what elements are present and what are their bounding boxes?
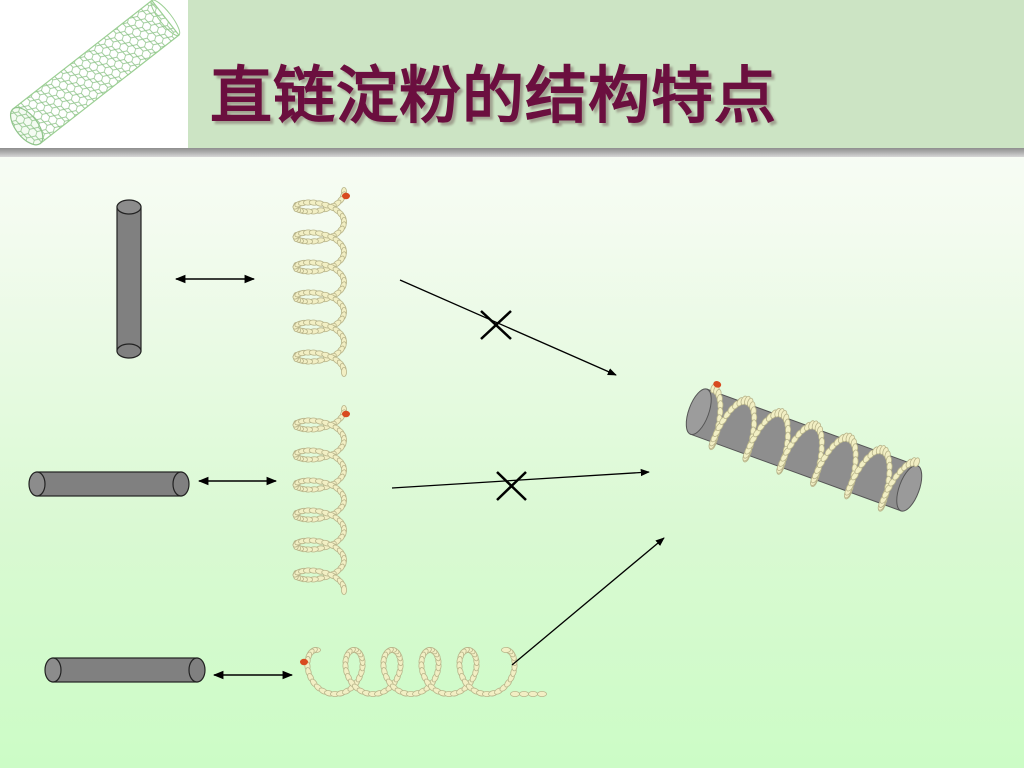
glucose-bead (519, 691, 530, 698)
horizontal-rod-2 (44, 657, 206, 683)
glucose-bead (501, 646, 512, 653)
header-bar: 直链淀粉的结构特点 (0, 0, 1024, 150)
header-divider (0, 148, 1024, 157)
vertical-rod (116, 199, 142, 359)
rod-wrapped-by-helix (685, 381, 923, 512)
glucose-bead (509, 691, 520, 698)
chain-end-marker (713, 381, 722, 388)
page-title: 直链淀粉的结构特点 (210, 59, 778, 132)
chain-end-marker (300, 658, 308, 666)
chain-end-marker (342, 192, 350, 200)
logo (0, 0, 188, 148)
horizontal-rod-1 (28, 471, 190, 497)
arrow-row3-to-complex (511, 537, 665, 666)
vertical-helix-2 (292, 404, 350, 595)
nanotube-logo-icon (9, 0, 181, 146)
horizontal-helix (300, 646, 548, 698)
glucose-bead (913, 457, 920, 468)
vertical-helix-1 (292, 186, 350, 377)
cross-icon (480, 310, 512, 340)
glucose-bead (537, 691, 548, 698)
glucose-bead (528, 691, 539, 698)
arrow-row2-to-complex (391, 468, 650, 489)
glucose-bead (341, 366, 348, 377)
chain-end-marker (342, 410, 350, 418)
glucose-bead (340, 584, 347, 595)
arrow-row1-to-complex (399, 279, 617, 376)
cross-icon (496, 471, 527, 501)
